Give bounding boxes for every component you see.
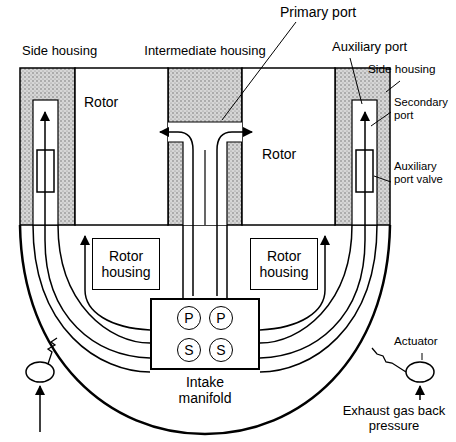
actuator-rod-spring [372,348,406,372]
node-text: Intake manifold [167,374,243,406]
port-circle: P [209,306,233,330]
part-label: Side housing [368,62,454,75]
leader-line [422,353,423,360]
actuator-diaphragm [26,362,54,382]
actuator-rod-spring [48,338,57,364]
leader-line [350,58,362,104]
port-circle: P [177,306,201,330]
runner-wall [182,225,184,298]
pressure-arrow [419,386,421,400]
node-text: Rotor housing [97,248,155,280]
intermediate-housing-shape [168,68,242,225]
port-letter: P [216,310,225,326]
leader-line [371,112,391,126]
channel-divider [204,150,205,225]
port-letter: P [184,310,193,326]
primary-channel [168,122,242,225]
pressure-arrow [39,386,41,432]
part-label: Auxiliary port valve [394,160,454,186]
rotor-housing-box: Rotor housing [92,238,160,290]
side-housing-shape [20,68,75,225]
part-label: Actuator [394,334,454,347]
leader-line [374,176,391,182]
manifold-box-outline [150,298,260,370]
rotor-housing-box: Rotor housing [250,238,318,290]
part-label: Primary port [280,4,390,20]
runner-wall [226,225,228,298]
flow-arrow [260,112,365,358]
side-housing-shape [335,68,390,225]
part-label: Exhaust gas back pressure [336,404,452,434]
rotor-chamber [75,68,168,225]
port-circle: S [177,338,201,362]
primary-channel-wall [168,122,242,225]
flow-arrow [217,132,252,296]
leader-line [222,22,296,120]
part-label: Rotor [84,94,144,110]
rotor-chamber [242,68,335,225]
leader-line [386,81,400,92]
part-label: Auxiliary port [332,40,436,55]
part-label: Rotor [262,146,322,162]
actuator-diaphragm [406,362,434,382]
part-label: Intermediate housing [140,44,270,59]
part-label: Side housing [22,44,114,59]
port-letter: S [184,342,193,358]
intake-manifold: Intake manifoldPPSS [150,298,260,412]
part-label: Secondary port [394,96,454,122]
outer-case [20,225,390,434]
flow-arrow [45,112,150,358]
node-text: Rotor housing [255,248,313,280]
flow-arrow [160,132,193,296]
port-letter: S [216,342,225,358]
port-circle: S [209,338,233,362]
